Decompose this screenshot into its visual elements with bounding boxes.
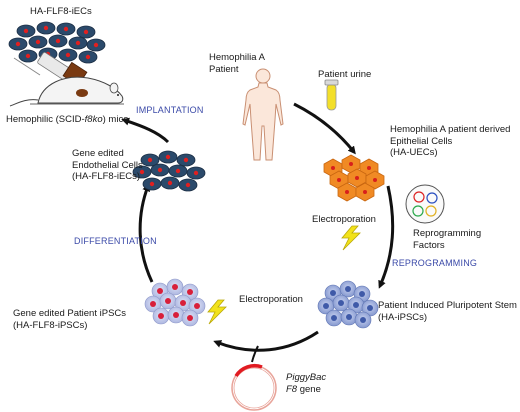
arrow-plasmid-to-cycle	[251, 345, 259, 363]
epithelial-cells-icon	[323, 154, 385, 202]
step-differentiation: DIFFERENTIATION	[74, 236, 157, 246]
patient-label: Hemophilia A Patient	[209, 52, 265, 75]
arrow-edited-to-iecs	[138, 183, 154, 283]
endothelial-cells-icon	[132, 150, 206, 192]
step-reprogramming: REPROGRAMMING	[392, 258, 478, 268]
electroporation-right-label: Electroporation	[312, 214, 376, 225]
arrow-ipscs-to-edited	[213, 330, 319, 352]
ipscs-icon	[317, 280, 379, 329]
reprogramming-factors-icon	[405, 184, 445, 224]
patient-body-icon	[242, 68, 284, 161]
arrow-uecs-to-ipscs	[378, 185, 395, 289]
arrow-patient-to-uecs	[293, 102, 356, 155]
edited-ipscs-icon	[144, 278, 206, 327]
edited-ipscs-label: Gene edited Patient iPSCs (HA-FLF8-iPSCs…	[13, 308, 127, 331]
step-implantation: IMPLANTATION	[136, 105, 204, 115]
ecs-top-label: HA-FLF8-iECs	[30, 6, 92, 17]
arrow-iecs-to-mice	[121, 117, 170, 144]
uecs-label: Hemophilia A patient derived Epithelial …	[390, 124, 511, 158]
iecs-label: Gene edited Endothelial Cells (HA-FLF8-i…	[72, 148, 143, 182]
lightning-left-icon	[207, 299, 227, 325]
ipscs-label: Patient Induced Pluripotent Stem Cells (…	[378, 300, 520, 323]
piggybac-label: PiggyBac F8 gene	[286, 372, 327, 395]
mouse-icon	[9, 76, 124, 107]
lightning-right-icon	[341, 225, 361, 251]
mice-label: Hemophilic (SCID-f8ko) mice	[6, 114, 129, 125]
urine-label: Patient urine	[318, 69, 372, 80]
urine-tube-icon	[324, 79, 339, 111]
plasmid-icon	[231, 363, 277, 411]
factors-label: Reprogramming Factors	[413, 228, 482, 251]
endothelial-cells-top-icon	[8, 21, 106, 64]
electroporation-left-label: Electroporation	[239, 294, 303, 305]
